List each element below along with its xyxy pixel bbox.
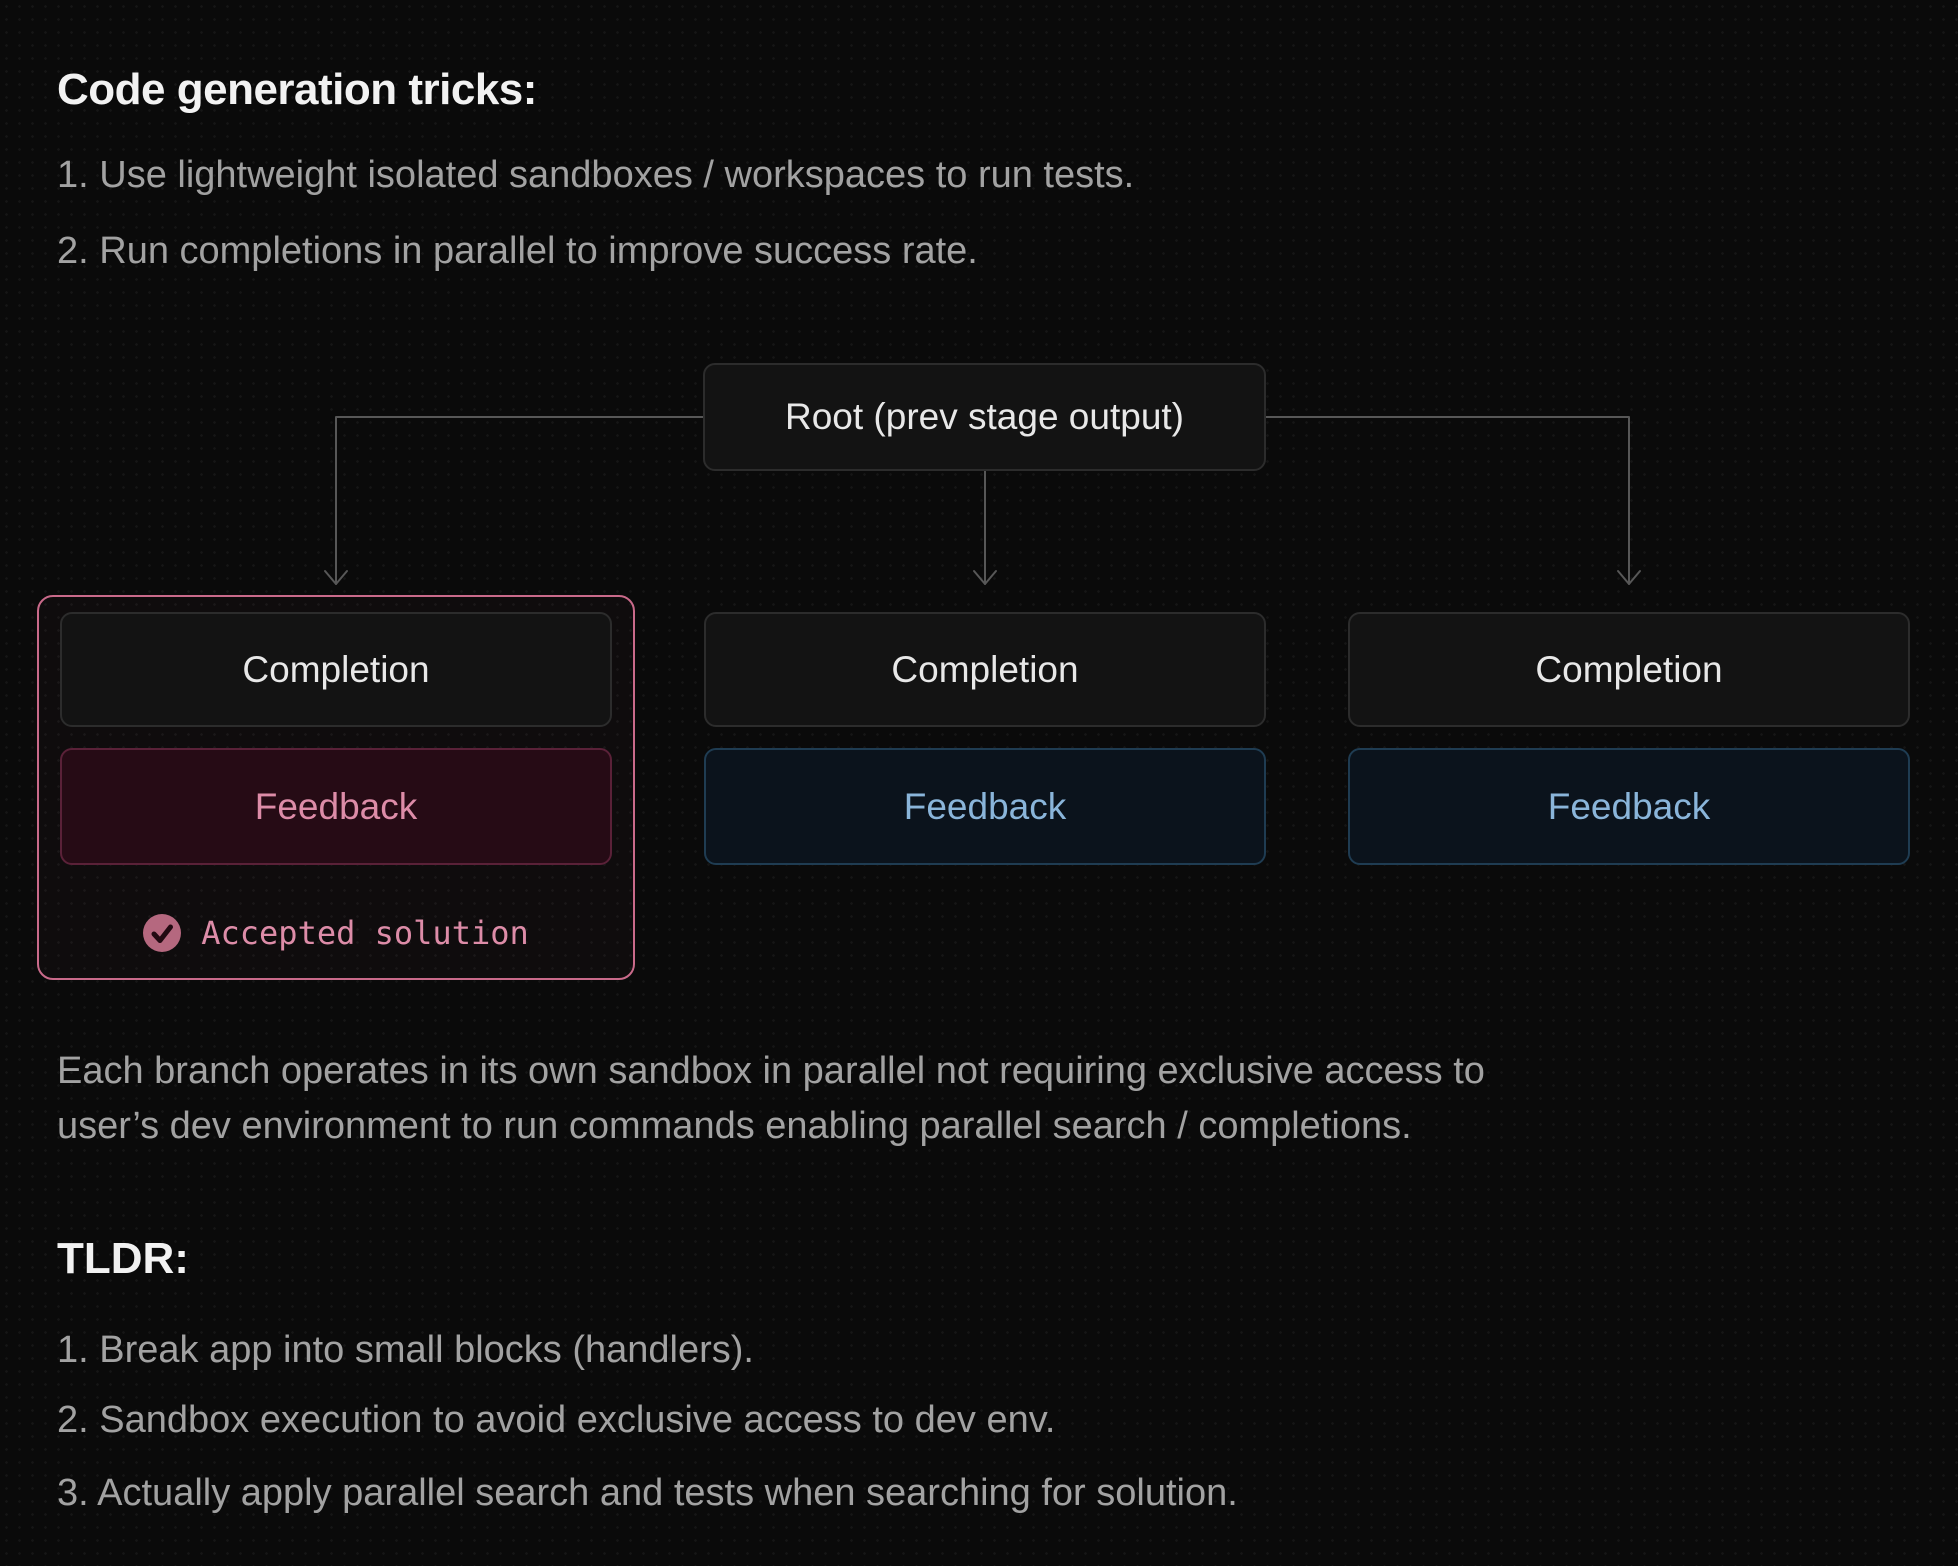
feedback-label: Feedback <box>1547 785 1711 827</box>
feedback-node-1: Feedback <box>60 748 612 865</box>
arrowhead-right-icon <box>1617 570 1641 585</box>
tldr-title: TLDR: <box>57 1234 189 1283</box>
feedback-node-2: Feedback <box>704 748 1266 865</box>
root-node: Root (prev stage output) <box>703 363 1266 471</box>
feedback-label: Feedback <box>903 785 1067 827</box>
intro-item-2: 2. Run completions in parallel to improv… <box>57 230 978 272</box>
paragraph-line-2: user’s dev environment to run commands e… <box>57 1105 1412 1147</box>
connector-left <box>335 416 704 585</box>
page-title: Code generation tricks: <box>57 65 537 114</box>
tldr-item-3: 3. Actually apply parallel search and te… <box>57 1472 1238 1514</box>
feedback-label: Feedback <box>254 785 418 827</box>
description-paragraph: Each branch operates in its own sandbox … <box>57 1044 1485 1154</box>
completion-node-2: Completion <box>704 612 1266 727</box>
paragraph-line-1: Each branch operates in its own sandbox … <box>57 1050 1485 1092</box>
accepted-solution-label: Accepted solution <box>201 914 529 952</box>
accepted-branch-container <box>37 595 635 980</box>
completion-label: Completion <box>242 648 430 690</box>
completion-node-3: Completion <box>1348 612 1910 727</box>
completion-node-1: Completion <box>60 612 612 727</box>
connector-right <box>1265 416 1630 585</box>
accepted-solution-row: Accepted solution <box>37 912 635 954</box>
intro-item-1: 1. Use lightweight isolated sandboxes / … <box>57 154 1135 196</box>
arrowhead-left-icon <box>324 570 348 585</box>
root-node-label: Root (prev stage output) <box>785 396 1184 437</box>
arrowhead-middle-icon <box>973 570 997 585</box>
feedback-node-3: Feedback <box>1348 748 1910 865</box>
tldr-item-2: 2. Sandbox execution to avoid exclusive … <box>57 1399 1056 1441</box>
check-circle-icon <box>143 914 182 952</box>
completion-label: Completion <box>891 648 1079 690</box>
tldr-item-1: 1. Break app into small blocks (handlers… <box>57 1329 754 1371</box>
completion-label: Completion <box>1535 648 1723 690</box>
